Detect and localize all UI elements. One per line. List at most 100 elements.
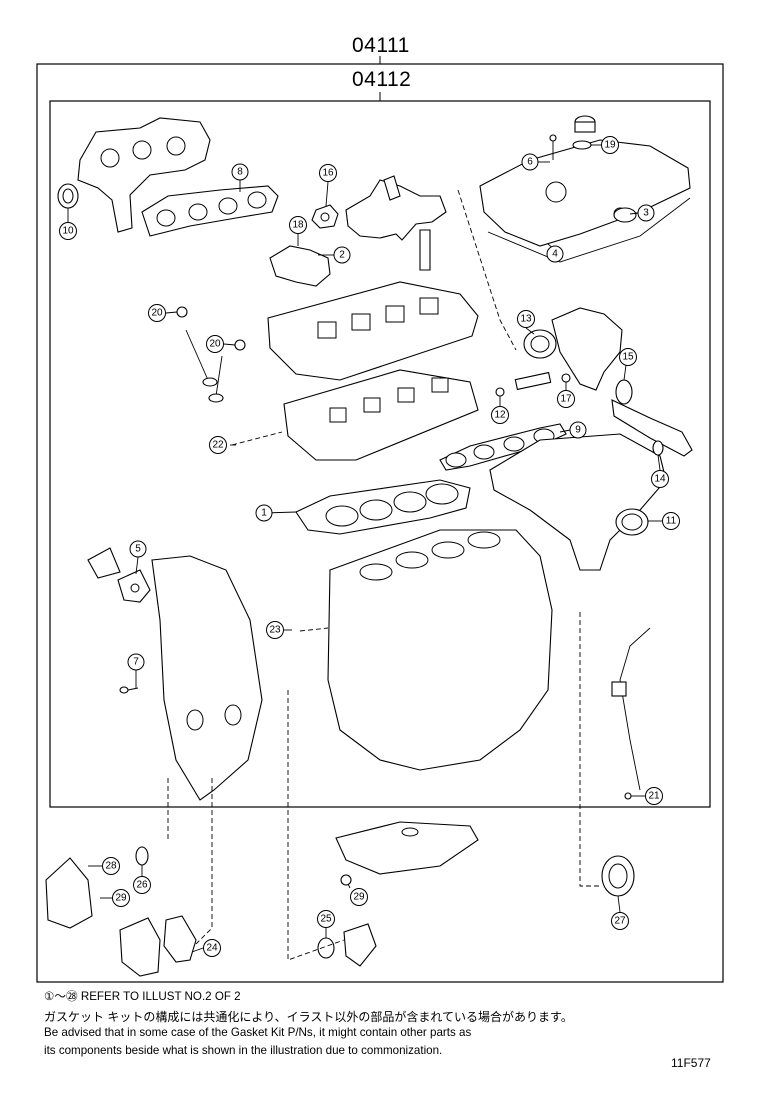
callout-16-label: 16 [322,168,334,179]
oil-filler-cap-gasket [572,140,592,150]
oil-pan-drain-plug-gasket [340,874,352,886]
range-reference-note: ①～㉘ REFER TO ILLUST NO.2 OF 2 [44,988,241,1004]
callout-16: 16 [319,164,337,182]
callout-4-label: 4 [552,249,558,260]
outer-kit-frame [36,63,724,983]
callout-7: 7 [127,653,145,671]
injector-o-ring-upper [495,387,505,397]
callout-25-label: 25 [320,914,332,925]
english-note-line-1: Be advised that in some case of the Gask… [44,1026,472,1039]
cylinder-block [327,529,553,771]
callout-22: 22 [209,436,227,454]
intake-ring-gasket [615,508,649,536]
callout-6: 6 [521,153,539,171]
intake-manifold [489,433,667,571]
valve-stem-seal-a [176,306,188,318]
callout-29-label: 29 [115,893,127,904]
callout-11-label: 11 [666,516,677,527]
cylinder-head-gasket [295,479,471,535]
callout-20-upper: 20 [148,304,166,322]
callout-12-label: 12 [494,410,506,421]
callout-1: 1 [255,504,273,522]
callout-20-lower-label: 20 [209,339,221,350]
callout-28-left-label: 28 [105,861,117,872]
inner-kit-frame [49,100,711,808]
illustration-code: 11F577 [671,1056,711,1070]
japanese-note: ガスケット キットの構成には共通化により、イラスト以外の部品が含まれている場合が… [44,1010,573,1024]
callout-21-label: 21 [648,791,660,802]
callout-2: 2 [333,246,351,264]
callout-17: 17 [557,390,575,408]
vacuum-switching-valve [269,245,331,287]
callout-29: 29 [112,889,130,907]
callout-26-label: 26 [136,880,148,891]
thermostat-housing [343,923,377,967]
callout-6-label: 6 [527,157,533,168]
water-inlet-housing [87,547,121,579]
callout-25: 25 [317,910,335,928]
crankshaft-rear-oil-seal [601,855,635,897]
egr-pipe [611,399,693,457]
callout-8-label: 8 [237,167,243,178]
intake-manifold-gasket [439,423,567,471]
callout-14: 14 [651,470,669,488]
callout-20-upper-label: 20 [151,308,163,319]
oil-pan [335,821,479,875]
callout-18-label: 18 [292,220,304,231]
callout-10-label: 10 [62,226,74,237]
range-note-prefix: ①～㉘ [44,990,78,1003]
callout-12: 12 [491,406,509,424]
head-cover-gasket [487,197,691,263]
callout-9-label: 9 [575,425,581,436]
callout-29-oil-pan-label: 29 [353,892,365,903]
egr-pipe-seal [652,440,664,456]
timing-chain-cover [151,555,263,801]
camshaft-housing [267,281,479,381]
callout-20-lower: 20 [206,335,224,353]
water-pump [119,917,161,977]
spark-plug-tube-gasket [613,207,637,223]
callout-27: 27 [611,912,629,930]
callout-2-label: 2 [339,250,345,261]
callout-28-left: 28 [102,857,120,875]
exhaust-manifold-gasket [141,185,279,237]
callout-11: 11 [662,512,680,530]
callout-8: 8 [231,163,249,181]
outer-kit-code: 04111 [352,34,410,57]
exhaust-seal-ring [57,183,79,209]
callout-17-label: 17 [560,394,572,405]
callout-24: 24 [203,939,221,957]
callout-5-label: 5 [135,544,141,555]
valve-stem-seal-b [234,339,246,351]
exhaust-manifold [77,117,211,233]
callout-24-label: 24 [206,943,218,954]
head-cover-bolt [549,134,557,160]
egr-valve-assembly [345,175,447,271]
oil-pump-seal [135,846,149,866]
callout-1-label: 1 [261,508,267,519]
callout-10: 10 [59,222,77,240]
callout-13-label: 13 [520,314,532,325]
callout-21: 21 [645,787,663,805]
throttle-body-gasket [523,329,557,359]
fuel-injector [514,371,552,391]
oil-filler-cap [574,115,596,133]
inner-kit-code: 04112 [352,68,412,91]
cylinder-head-cover [479,139,691,247]
cover-bolt-o-ring [119,686,139,694]
callout-4: 4 [546,245,564,263]
intake-valve [185,329,218,387]
egr-gasket [311,204,339,229]
callout-19-label: 19 [604,140,616,151]
callout-23: 23 [266,621,284,639]
callout-3: 3 [637,204,655,222]
callout-13: 13 [517,310,535,328]
callout-22-label: 22 [212,440,224,451]
range-note-text: REFER TO ILLUST NO.2 OF 2 [80,990,241,1003]
throttle-body [551,307,623,391]
callout-29-oil-pan: 29 [350,888,368,906]
callout-26: 26 [133,876,151,894]
callout-15-label: 15 [622,352,634,363]
callout-14-label: 14 [654,474,666,485]
